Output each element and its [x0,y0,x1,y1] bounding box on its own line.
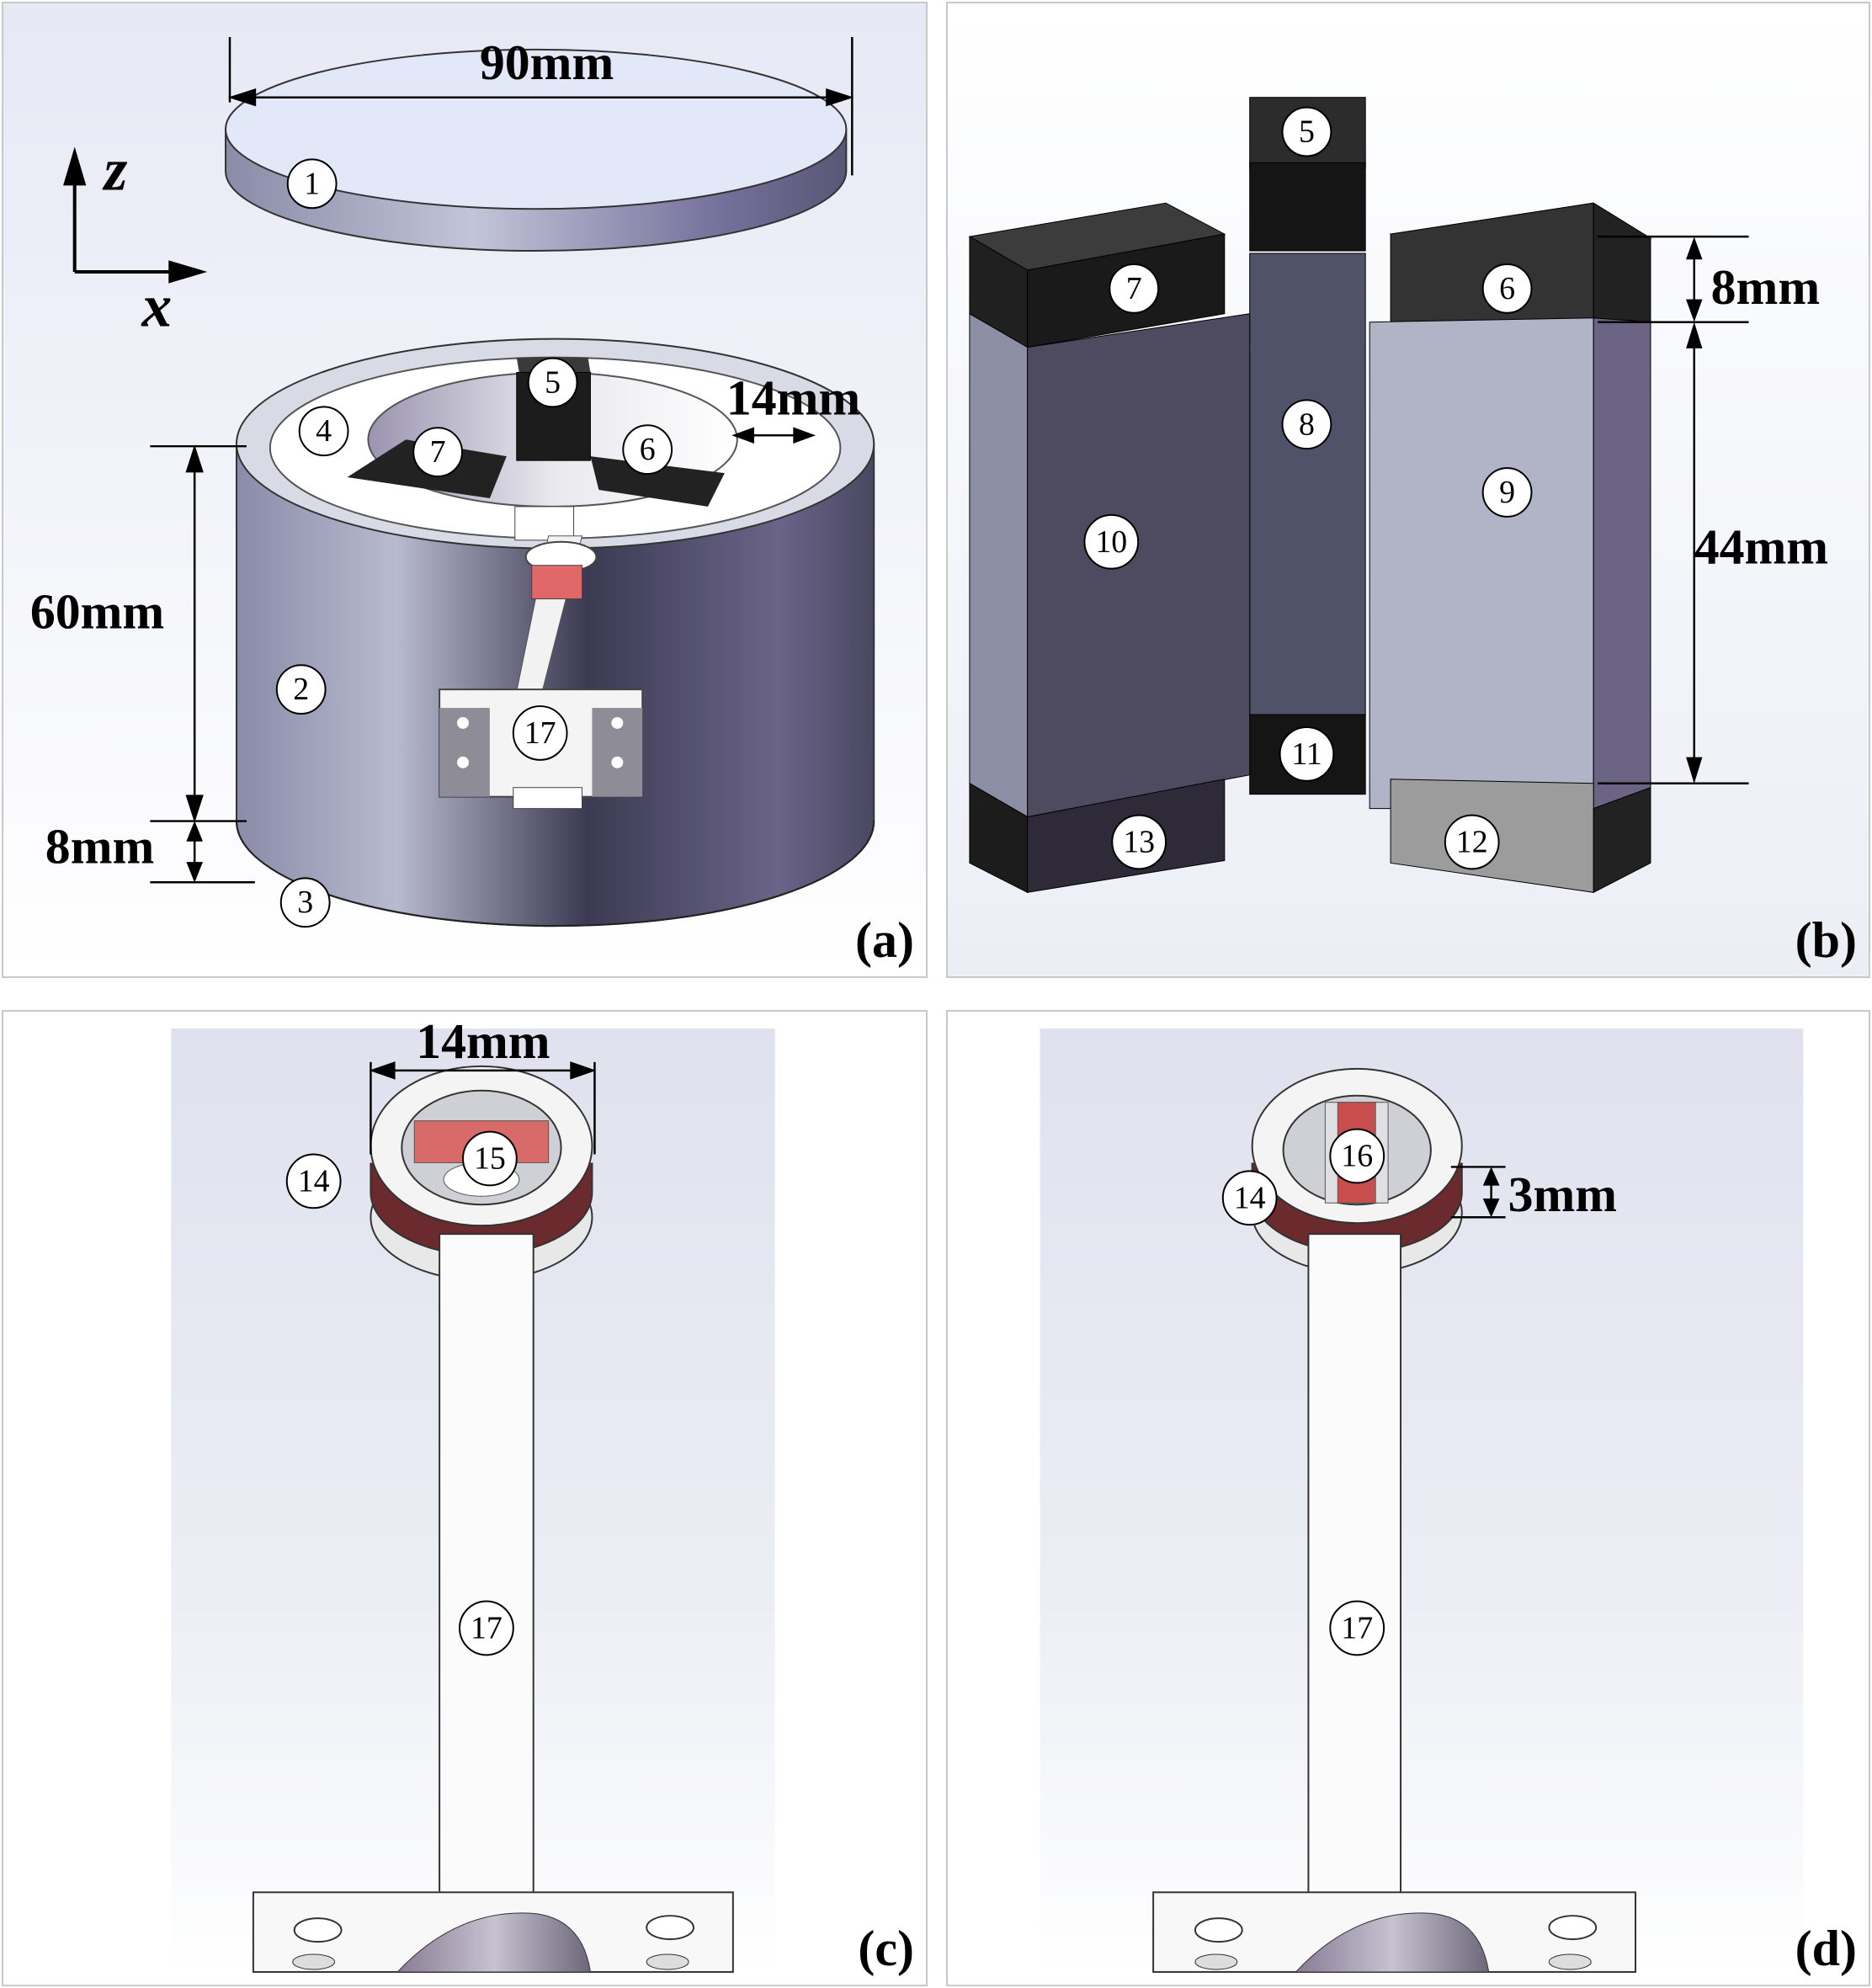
marker-17: 17 [459,1600,514,1656]
svg-text:6: 6 [1499,271,1515,306]
marker-17: 17 [512,705,568,761]
marker-6: 6 [622,424,673,476]
stem-17 [1307,1233,1402,1898]
panel-label-a: (a) [855,912,914,968]
dim-44mm: 44mm [1694,519,1828,575]
right-block [1369,202,1652,894]
panel-label-d: (d) [1795,1921,1857,1976]
svg-text:7: 7 [430,434,446,470]
svg-text:12: 12 [1456,824,1488,859]
dim-14mm: 14mm [726,369,860,425]
stem-17 [439,1233,534,1898]
holder-side-drawing: 3mm 14 16 17 [1040,1029,1804,1976]
dimension-lines [369,1061,597,1155]
marker-5: 5 [527,357,578,408]
svg-text:5: 5 [545,364,561,400]
marker-15: 15 [462,1130,518,1187]
svg-text:8: 8 [1299,407,1315,442]
marker-10: 10 [1083,513,1140,570]
svg-text:13: 13 [1123,824,1155,859]
marker-7: 7 [1109,263,1160,314]
marker-14: 14 [1221,1170,1278,1226]
dimension-lines [1450,1166,1506,1219]
svg-text:11: 11 [1291,736,1322,772]
coordinate-axes [63,146,208,284]
dimension-lines [1598,235,1749,784]
marker-14: 14 [285,1153,342,1209]
dim-3mm: 3mm [1508,1167,1617,1222]
marker-16: 16 [1329,1128,1385,1184]
magnetic-circuit-drawing: 8mm 44mm 5 6 7 8 9 10 11 12 13 [948,3,1869,976]
panel-d-holder-side: 3mm 14 16 17 (d) [946,1010,1870,1986]
marker-9: 9 [1481,467,1533,518]
marker-11: 11 [1279,726,1335,782]
svg-text:17: 17 [471,1610,503,1645]
panel-a-assembly: z x 90mm 60mm 8mm 14mm 1 2 3 4 5 6 7 17 … [2,2,928,978]
dim-8mm: 8mm [45,818,154,874]
svg-text:2: 2 [293,672,309,707]
marker-13: 13 [1111,814,1167,870]
panel-label-c: (c) [858,1921,914,1976]
assembly-drawing: z x 90mm 60mm 8mm 14mm 1 2 3 4 5 6 7 17 [3,3,926,976]
lid-disk [225,48,848,252]
marker-6: 6 [1481,263,1533,314]
svg-text:1: 1 [304,166,320,201]
svg-text:17: 17 [1341,1610,1373,1645]
dim-8mm: 8mm [1711,259,1820,315]
magnet-6 [590,456,725,507]
dimension-lines [150,36,854,884]
z-axis-label: z [102,136,128,203]
svg-text:10: 10 [1095,524,1127,560]
marker-2: 2 [275,664,327,715]
svg-text:16: 16 [1341,1138,1373,1173]
marker-12: 12 [1444,814,1500,870]
svg-text:14: 14 [1234,1180,1266,1215]
marker-17: 17 [1329,1600,1385,1656]
svg-text:3: 3 [297,885,313,920]
marker-3: 3 [279,877,331,928]
marker-1: 1 [286,158,338,210]
svg-text:6: 6 [640,432,656,467]
dim-14mm: 14mm [416,1013,550,1069]
marker-5: 5 [1281,106,1332,157]
svg-text:15: 15 [474,1140,506,1176]
bracket-base [1152,1891,1637,1973]
svg-text:4: 4 [316,413,332,449]
left-block [968,202,1251,894]
panel-label-b: (b) [1795,912,1857,968]
svg-text:7: 7 [1126,271,1142,306]
dim-90mm: 90mm [480,35,614,90]
holder-front-drawing: 14mm 14 15 17 [171,1013,775,1976]
marker-4: 4 [298,406,349,457]
panel-c-holder-front: 14mm 14 15 17 (c) [2,1010,928,1986]
panel-b-magnetic-circuit: 8mm 44mm 5 6 7 8 9 10 11 12 13 (b) [946,2,1870,978]
marker-7: 7 [412,427,464,478]
svg-text:9: 9 [1499,475,1515,510]
bracket-base [252,1891,734,1973]
marker-8: 8 [1281,399,1332,450]
svg-text:5: 5 [1299,114,1315,150]
dim-60mm: 60mm [30,583,164,639]
svg-text:17: 17 [524,715,556,751]
svg-text:14: 14 [298,1163,330,1199]
x-axis-label: x [141,273,172,340]
